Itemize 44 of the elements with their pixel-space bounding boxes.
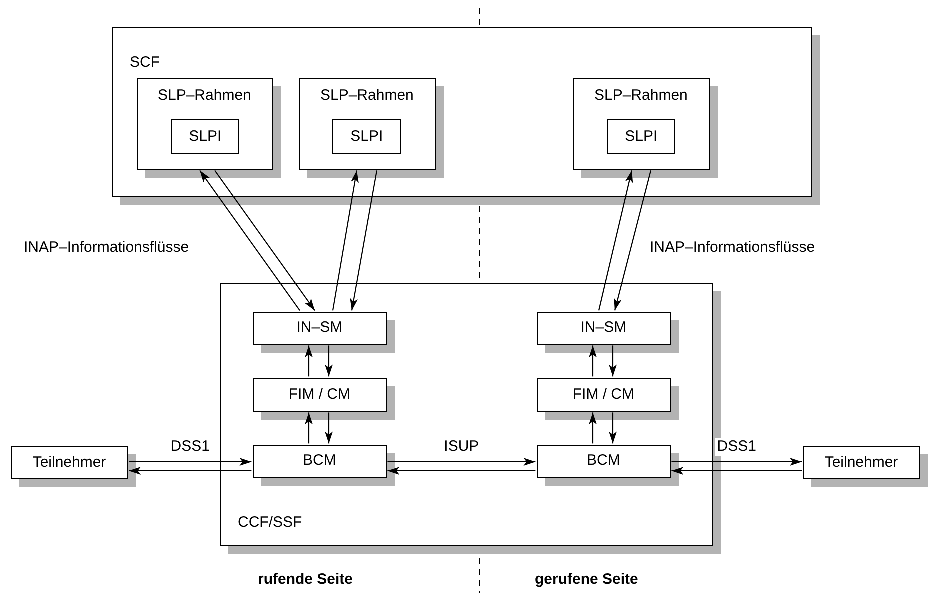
box-label: BCM <box>302 452 338 470</box>
arrow <box>214 170 316 311</box>
arrow <box>614 170 652 311</box>
box-label: BCM <box>586 452 622 470</box>
box-label: CCF/SSF <box>238 514 302 532</box>
arrow <box>200 170 300 311</box>
arrow <box>325 346 333 377</box>
arrow <box>589 346 597 377</box>
arrow <box>129 467 252 475</box>
arrow <box>305 412 313 444</box>
arrow <box>598 170 634 311</box>
annotation-text: INAP–Informationsflüsse <box>650 239 816 257</box>
side-caption: rufende Seite <box>258 571 354 589</box>
arrow <box>388 467 536 475</box>
box-label: IN–SM <box>296 319 344 338</box>
box-label: SLPI <box>188 128 223 146</box>
instance-box <box>171 119 240 154</box>
side-caption: gerufene Seite <box>535 571 638 589</box>
arrow <box>388 458 536 466</box>
box-label: SLP–Rahmen <box>593 86 689 105</box>
box-label: Teilnehmer <box>32 454 108 472</box>
box-label: FIM / CM <box>572 386 636 404</box>
arrow <box>129 458 252 466</box>
arrow <box>332 170 359 311</box>
arrow <box>589 412 597 444</box>
instance-box <box>607 119 676 154</box>
edge-label: DSS1 <box>715 438 758 456</box>
arrow <box>325 412 333 444</box>
box-label: IN–SM <box>580 319 628 338</box>
arrow <box>609 346 617 377</box>
arrow <box>672 467 802 475</box>
arrow <box>350 170 378 311</box>
box-label: SLPI <box>350 128 384 146</box>
box-label: Teilnehmer <box>824 454 900 472</box>
box-label: SLPI <box>624 128 659 146</box>
box-label: SLP–Rahmen <box>319 86 415 105</box>
annotation-text: INAP–Informationsflüsse <box>24 239 190 257</box>
arrow <box>609 412 617 444</box>
box-label: FIM / CM <box>288 386 352 404</box>
instance-box <box>332 119 402 154</box>
box-label: SLP–Rahmen <box>156 86 252 105</box>
arrow <box>305 346 313 377</box>
box-label: SCF <box>130 54 160 72</box>
arrow <box>672 458 802 466</box>
